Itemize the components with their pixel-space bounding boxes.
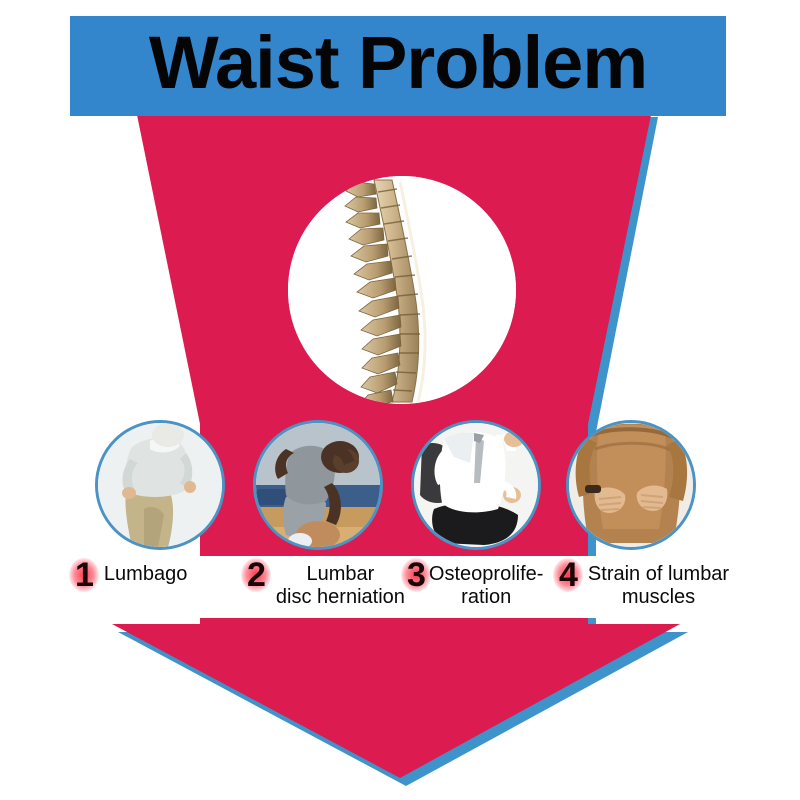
caption-label-3-line1: Osteoprolife- (428, 563, 544, 585)
photo-circle-lumbar-strain[interactable] (566, 420, 696, 550)
caption-number-4: 4 (556, 558, 581, 592)
photo-bending-person (98, 423, 222, 547)
caption-item-4[interactable]: 4 Strain of lumbar muscles (556, 556, 774, 618)
photo-athlete-back-pain (256, 423, 380, 547)
photo-circle-osteoproliferation[interactable] (411, 420, 541, 550)
caption-band: 1 Lumbago 2 Lumbar disc herniation 3 Ost… (0, 556, 800, 624)
spine-circle (288, 176, 516, 404)
caption-label-2-line1: Lumbar (306, 563, 375, 585)
caption-label-1: Lumbago (103, 563, 188, 585)
caption-number-2: 2 (244, 558, 269, 592)
caption-item-1[interactable]: 1 Lumbago (72, 556, 244, 618)
spine-illustration-icon (288, 176, 516, 404)
caption-item-2[interactable]: 2 Lumbar disc herniation (244, 556, 412, 618)
photo-circle-lumbago[interactable] (95, 420, 225, 550)
caption-number-1: 1 (72, 558, 97, 592)
photo-sweater-lower-back-pain (569, 423, 693, 547)
caption-item-3[interactable]: 3 Osteoprolife- ration (404, 556, 556, 618)
caption-label-2: Lumbar disc herniation (269, 560, 405, 609)
photo-circle-row (0, 420, 800, 555)
caption-label-4-line1: Strain of lumbar (587, 563, 730, 585)
page-title: Waist Problem (148, 21, 648, 104)
photo-circle-disc-herniation[interactable] (253, 420, 383, 550)
vertebrae-stack (344, 179, 427, 404)
caption-label-3: Osteoprolife- ration (429, 560, 544, 609)
caption-label-4-line2: muscles (621, 586, 696, 608)
caption-label-4: Strain of lumbar muscles (581, 560, 729, 609)
header-bar: Waist Problem (70, 16, 726, 116)
caption-label-2-line2: disc herniation (275, 586, 405, 608)
caption-number-3: 3 (404, 558, 429, 592)
photo-office-worker-back-pain (414, 423, 538, 547)
caption-label-3-line2: ration (461, 586, 512, 608)
